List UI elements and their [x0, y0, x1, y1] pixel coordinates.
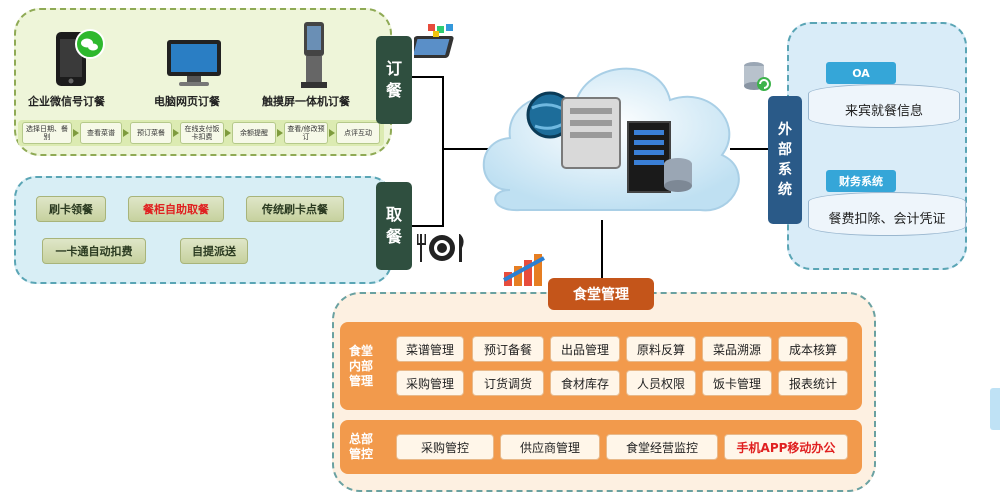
- connector-line: [442, 76, 444, 226]
- device-label-wechat: 企业微信号订餐: [28, 95, 105, 108]
- cutlery-plate-icon: [417, 234, 464, 262]
- connector-line: [410, 225, 444, 227]
- module-button: 原料反算: [626, 336, 696, 362]
- pickup-tag-char: 餐: [385, 227, 402, 246]
- internal-label-line: 食堂: [348, 344, 373, 358]
- module-button: 人员权限: [626, 370, 696, 396]
- ordering-tag-char: 餐: [385, 81, 402, 100]
- pickup-method: 自提派送: [180, 238, 248, 264]
- hq-module-button: 采购管控: [396, 434, 494, 460]
- pickup-tag: 取 餐: [376, 182, 412, 270]
- module-button: 菜谱管理: [396, 336, 464, 362]
- hq-label-line: 管控: [348, 447, 373, 461]
- monitor-icon: [167, 40, 221, 86]
- ordering-tag: 订 餐: [376, 36, 412, 124]
- order-step: 查看/修改预订: [284, 122, 328, 144]
- phone-wechat-icon: [56, 29, 105, 86]
- connector-line: [410, 76, 443, 78]
- order-step: 查看菜谱: [80, 122, 122, 144]
- external-tag-char: 外: [778, 122, 792, 138]
- tablet-apps-icon: [414, 24, 454, 58]
- step-arrow-icon: [225, 129, 231, 137]
- module-button: 报表统计: [778, 370, 848, 396]
- module-button: 食材库存: [550, 370, 620, 396]
- connector-line: [442, 148, 492, 150]
- device-label-kiosk: 触摸屏一体机订餐: [262, 95, 350, 108]
- kiosk-icon: [301, 22, 327, 88]
- module-button: 成本核算: [778, 336, 848, 362]
- connector-line: [730, 148, 770, 150]
- step-arrow-icon: [277, 129, 283, 137]
- internal-label-line: 内部: [348, 359, 373, 373]
- cloud-servers-graphic: [482, 67, 740, 212]
- pickup-method: 一卡通自动扣费: [42, 238, 146, 264]
- module-button: 菜品溯源: [702, 336, 772, 362]
- hq-module-button: 食堂经营监控: [606, 434, 718, 460]
- order-step: 选择日期、餐别: [22, 122, 72, 144]
- step-arrow-icon: [329, 129, 335, 137]
- connector-line: [601, 220, 603, 278]
- module-button: 预订备餐: [472, 336, 544, 362]
- pickup-method: 传统刷卡点餐: [246, 196, 344, 222]
- database-refresh-icon: [744, 62, 771, 91]
- order-step: 点评互动: [336, 122, 380, 144]
- ordering-tag-char: 订: [385, 59, 402, 78]
- order-step: 预订菜餐: [130, 122, 172, 144]
- external-systems-tag: 外 部 系 统: [768, 96, 802, 224]
- canteen-management-title: 食堂管理: [548, 278, 654, 310]
- module-button: 订货调货: [472, 370, 544, 396]
- external-tag-char: 部: [778, 142, 792, 158]
- module-button: 采购管理: [396, 370, 464, 396]
- hq-label-line: 总部: [348, 432, 373, 446]
- step-arrow-icon: [73, 129, 79, 137]
- module-button: 饭卡管理: [702, 370, 772, 396]
- internal-management-label: 食堂 内部 管理: [344, 344, 378, 389]
- step-arrow-icon: [173, 129, 179, 137]
- external-tag-char: 系: [778, 162, 792, 178]
- hq-control-label: 总部 管控: [344, 432, 378, 462]
- pickup-method-highlight: 餐柜自助取餐: [128, 196, 224, 222]
- growth-chart-icon: [503, 254, 545, 286]
- step-arrow-icon: [123, 129, 129, 137]
- side-tab-button[interactable]: [990, 388, 1000, 430]
- external-tag-char: 统: [778, 182, 792, 198]
- pickup-panel: [14, 176, 392, 284]
- pickup-tag-char: 取: [385, 205, 402, 224]
- hq-module-button-highlight: 手机APP移动办公: [724, 434, 848, 460]
- pickup-method: 刷卡领餐: [36, 196, 106, 222]
- device-label-web: 电脑网页订餐: [154, 95, 220, 108]
- module-button: 出品管理: [550, 336, 620, 362]
- finance-system-desc: 餐费扣除、会计凭证: [828, 211, 946, 227]
- order-step: 余额提醒: [232, 122, 276, 144]
- oa-system-desc: 来宾就餐信息: [844, 103, 923, 119]
- finance-system-title: 财务系统: [826, 170, 896, 192]
- oa-system-title: OA: [826, 62, 896, 84]
- internal-label-line: 管理: [348, 374, 373, 388]
- hq-module-button: 供应商管理: [500, 434, 600, 460]
- finance-system-cylinder: 餐费扣除、会计凭证: [808, 192, 966, 236]
- order-step: 在线支付饭卡扣费: [180, 122, 224, 144]
- oa-system-cylinder: 来宾就餐信息: [808, 84, 960, 128]
